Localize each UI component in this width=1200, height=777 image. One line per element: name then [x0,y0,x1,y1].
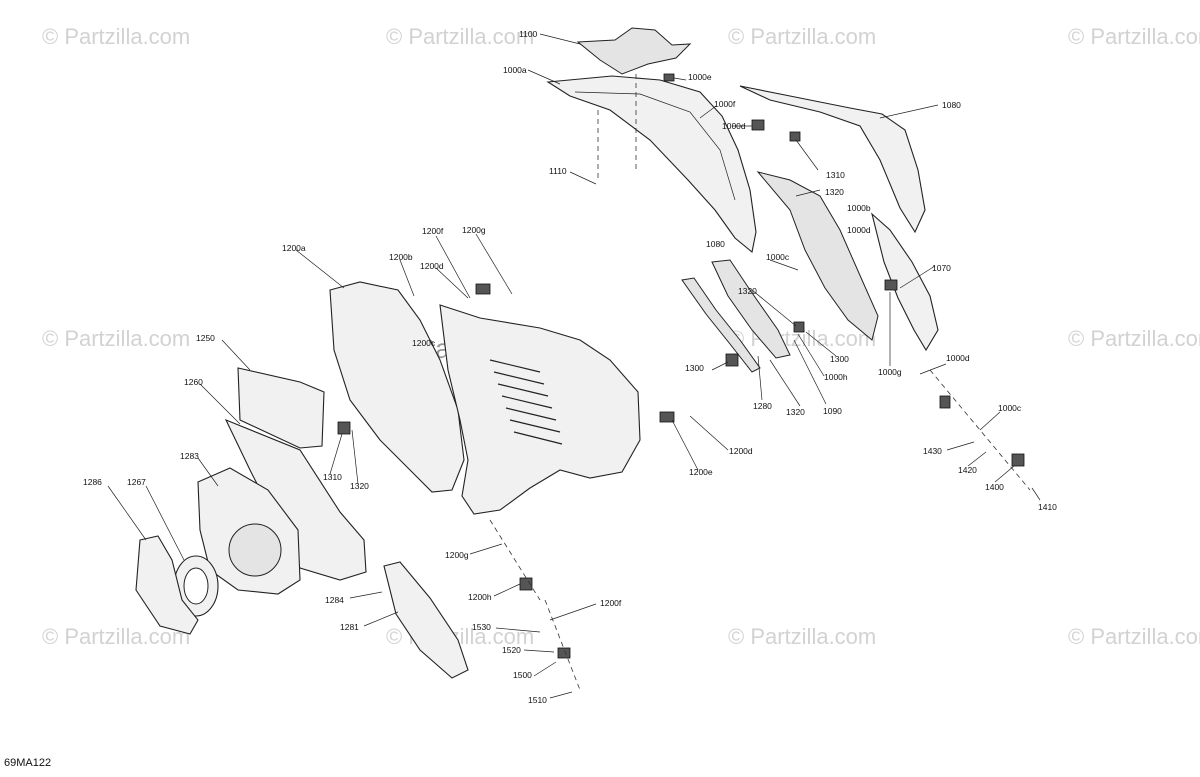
part-1281-lower-grille [383,561,469,679]
part-1100-top-cover [576,27,692,75]
part-1080-strip [711,259,791,359]
watermark: © Partzilla.com [1068,624,1200,649]
callout-1283: 1283 [180,451,199,461]
callout-1430: 1430 [923,446,942,456]
callout-1310: 1310 [323,472,342,482]
callout-1284: 1284 [325,595,344,605]
callout-1260: 1260 [184,377,203,387]
callout-1410: 1410 [1038,502,1057,512]
callout-1286: 1286 [83,477,102,487]
callout-1200c: 1200c [412,338,436,348]
callout-1200b: 1200b [389,252,413,262]
callout-1000c: 1000c [998,403,1022,413]
callout-1280: 1280 [753,401,772,411]
watermark: © Partzilla.com [386,24,535,49]
callout-1300: 1300 [685,363,704,373]
callout-1320: 1320 [825,187,844,197]
callout-1080: 1080 [942,100,961,110]
callout-1500: 1500 [513,670,532,680]
callout-1110: 1110 [549,166,567,176]
watermark: © Partzilla.com [728,624,877,649]
callout-1530: 1530 [472,622,491,632]
callout-1281: 1281 [340,622,359,632]
callout-1310: 1310 [826,170,845,180]
callout-1200h: 1200h [468,592,492,602]
callout-1267: 1267 [127,477,146,487]
callout-1080: 1080 [706,239,725,249]
louvre-grille [489,359,563,445]
part-1283-port [228,523,282,577]
callout-1000d: 1000d [722,121,746,131]
callout-1000b: 1000b [847,203,871,213]
watermark: © Partzilla.com [728,24,877,49]
leader-lines [107,33,1041,699]
callout-1000d: 1000d [946,353,970,363]
callout-1250: 1250 [196,333,215,343]
callout-1320: 1320 [738,286,757,296]
diagram-code: 69MA122 [4,757,52,769]
callout-1200f: 1200f [422,226,444,236]
callout-1520: 1520 [502,645,521,655]
part-1070-right-trim [871,212,939,352]
watermark: © Partzilla.com [1068,24,1200,49]
part-1200c-center-panel [439,304,641,515]
callout-1200d: 1200d [420,261,444,271]
callout-1100: 1100 [519,29,538,39]
part-1200a-left-panel [329,281,465,493]
part-1000a-console-frame [546,75,757,254]
callout-1400: 1400 [985,482,1004,492]
callout-1070: 1070 [932,263,951,273]
part-1250-box [237,367,325,449]
callout-1320: 1320 [350,481,369,491]
callout-1200g: 1200g [445,550,469,560]
callout-1090: 1090 [823,406,842,416]
part-1000b-side-panel [756,171,879,341]
callout-1200d: 1200d [729,446,753,456]
callout-1000e: 1000e [688,72,712,82]
watermark: © Partzilla.com [42,326,191,351]
fastener-parts [337,73,1025,659]
callout-1000d: 1000d [847,225,871,235]
part-1286-cover [135,535,199,635]
callout-1320: 1320 [786,407,805,417]
callout-1300: 1300 [830,354,849,364]
callout-1000a: 1000a [503,65,527,75]
callout-1000f: 1000f [714,99,736,109]
callout-1200g: 1200g [462,225,486,235]
callout-1000g: 1000g [878,367,902,377]
callout-1200f: 1200f [600,598,622,608]
callout-1200e: 1200e [689,467,713,477]
watermark: © Partzilla.com [42,624,191,649]
callout-1000c: 1000c [766,252,790,262]
callout-1000h: 1000h [824,372,848,382]
watermark: © Partzilla.com [1068,326,1200,351]
part-1060-side-trim [739,85,926,234]
callout-1200a: 1200a [282,243,306,253]
watermark: © Partzilla.com [42,24,191,49]
part-1280-strip [681,277,761,373]
callout-1510: 1510 [528,695,547,705]
callout-1420: 1420 [958,465,977,475]
